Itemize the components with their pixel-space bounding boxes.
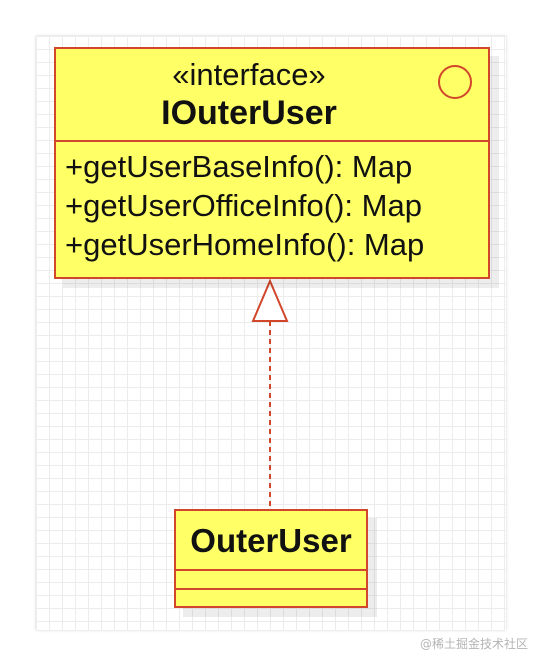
interface-header: «interface» IOuterUser <box>56 49 488 142</box>
class-name: OuterUser <box>176 511 366 571</box>
method-get-user-base-info: +getUserBaseInfo(): Map <box>65 149 413 184</box>
class-attributes-compartment <box>176 571 366 590</box>
interface-stereotype: «interface» <box>172 57 326 92</box>
interface-methods: +getUserBaseInfo(): Map +getUserOfficeIn… <box>56 142 488 264</box>
method-get-user-home-info: +getUserHomeInfo(): Map <box>65 227 425 262</box>
class-outeruser[interactable]: OuterUser <box>174 509 368 608</box>
watermark: @稀土掘金技术社区 <box>419 637 528 651</box>
realization-arrowhead <box>251 278 289 322</box>
interface-name: IOuterUser <box>161 94 337 132</box>
method-get-user-office-info: +getUserOfficeInfo(): Map <box>65 188 422 223</box>
interface-lollipop-icon <box>438 65 472 99</box>
interface-iouteruser[interactable]: «interface» IOuterUser +getUserBaseInfo(… <box>54 47 490 279</box>
